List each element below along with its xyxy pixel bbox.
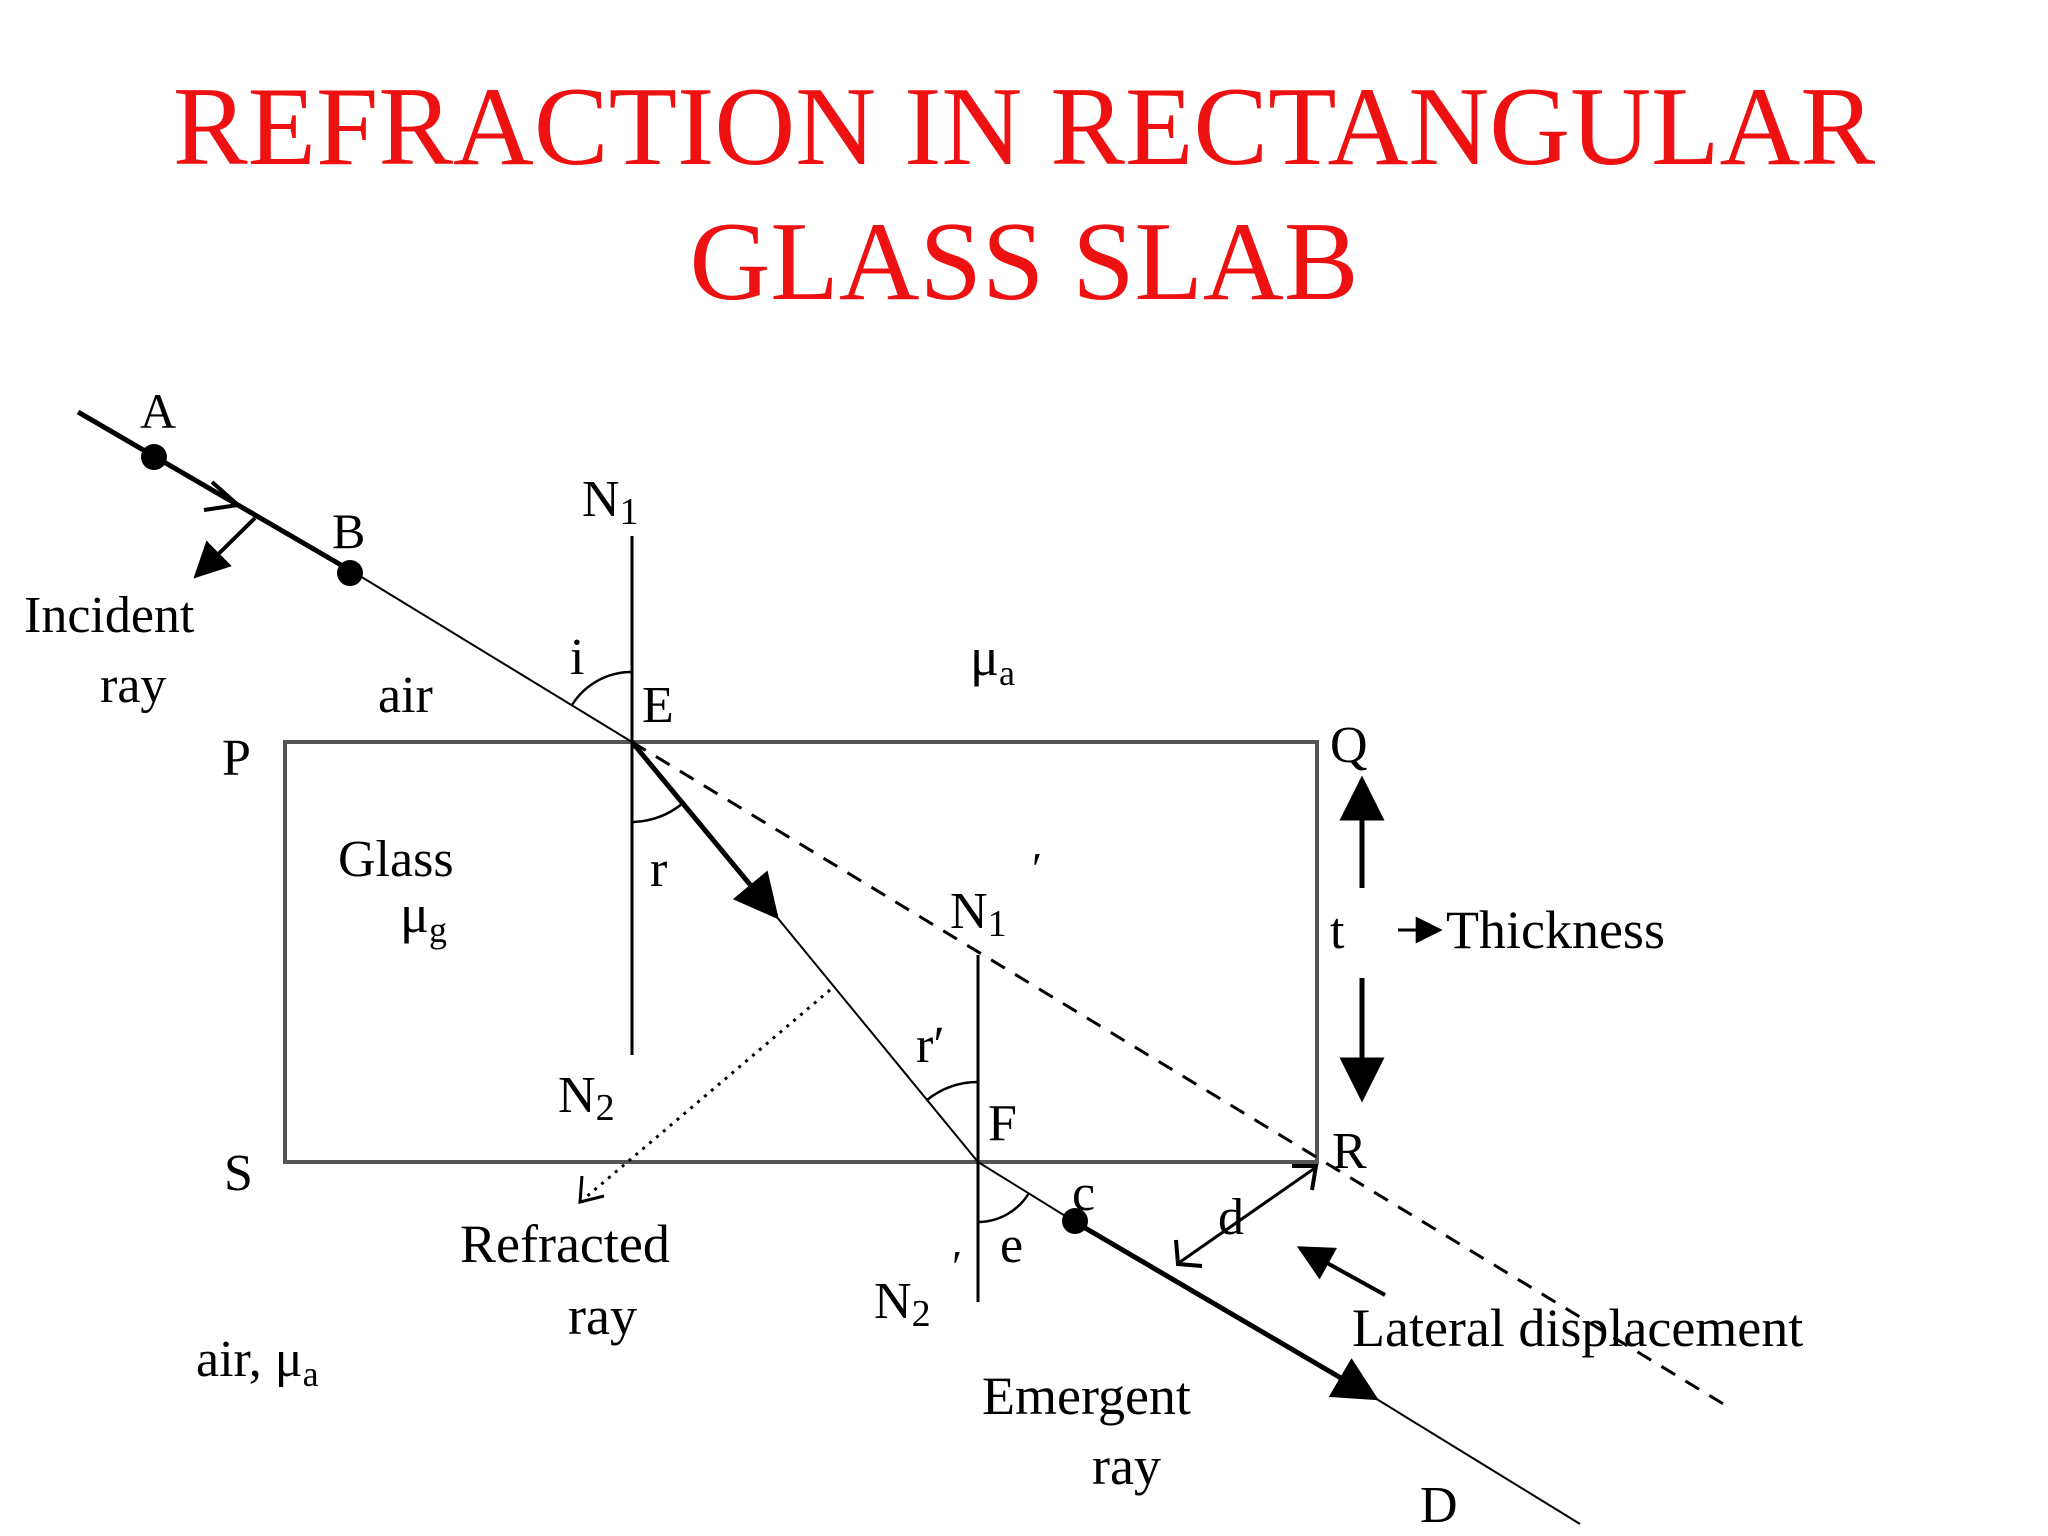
label-b: B	[332, 503, 365, 559]
label-incident-1: Incident	[24, 587, 195, 644]
refracted-ray	[775, 915, 979, 1163]
label-c-point: c	[1072, 1165, 1095, 1222]
label-incident-2: ray	[100, 657, 166, 714]
label-lateral-displacement: Lateral displacement	[1352, 1298, 1803, 1358]
label-f-point: F	[988, 1095, 1017, 1152]
emergent-ray	[977, 1161, 1076, 1223]
label-n2-prime-mark: ′	[952, 1241, 962, 1292]
label-thickness-t: t	[1330, 903, 1345, 960]
label-n1-prime: N1	[950, 883, 1007, 945]
incident-ray-thick	[76, 409, 362, 579]
incident-extension	[631, 740, 1731, 1410]
label-angle-r-prime: r′	[916, 1017, 945, 1074]
label-mu-g: μg	[400, 884, 447, 950]
label-r-corner: R	[1332, 1123, 1367, 1180]
emergent-ray-thick	[1073, 1219, 1379, 1401]
lateral-d-head-left	[1174, 1239, 1203, 1268]
label-emergent-2: ray	[1092, 1436, 1161, 1496]
label-angle-i: i	[570, 629, 584, 686]
label-d-point: D	[1420, 1477, 1458, 1534]
point-c	[1062, 1208, 1088, 1234]
label-n2: N2	[558, 1067, 615, 1129]
label-d: d	[1218, 1189, 1244, 1246]
lateral-displacement-pointer	[1296, 1246, 1386, 1297]
refracted-pointer-head	[578, 1175, 605, 1204]
label-refracted-2: ray	[568, 1286, 637, 1346]
label-p: P	[222, 730, 251, 787]
glass-slab	[283, 740, 1319, 1164]
label-angle-e: e	[1000, 1217, 1023, 1274]
incident-pointer	[193, 516, 257, 579]
label-air-top: air	[378, 667, 433, 724]
lateral-d-head-right	[1292, 1164, 1319, 1191]
label-e-point: E	[642, 677, 674, 734]
label-n1: N1	[582, 471, 639, 533]
label-a: A	[140, 383, 176, 439]
label-n2-prime: N2	[874, 1273, 931, 1335]
slide-title-line-1: REFRACTION IN RECTANGULAR	[172, 65, 1876, 189]
angle-i-arc	[570, 670, 633, 706]
slide-title-line-2: GLASS SLAB	[689, 200, 1359, 324]
label-mu-a: μa	[970, 627, 1015, 693]
angle-r-prime-arc	[926, 1080, 979, 1101]
label-thickness: Thickness	[1446, 900, 1665, 960]
lateral-displacement-d-line	[1179, 1166, 1316, 1264]
incident-ray	[359, 575, 633, 743]
incident-arrowhead	[203, 480, 243, 512]
emergent-ray-tail	[1374, 1397, 1581, 1525]
point-b	[337, 560, 363, 586]
label-q: Q	[1330, 717, 1368, 774]
refracted-ray-thick	[630, 740, 779, 920]
label-refracted-1: Refracted	[460, 1214, 670, 1274]
label-glass: Glass	[338, 831, 454, 888]
angle-e-arc	[977, 1192, 1031, 1224]
label-emergent-1: Emergent	[982, 1366, 1191, 1426]
label-n1-prime-mark: ′	[1032, 843, 1042, 894]
label-air-bottom: air, μa	[196, 1331, 319, 1394]
refracted-pointer	[584, 988, 831, 1200]
label-s: S	[224, 1145, 253, 1202]
label-angle-r: r	[650, 841, 667, 898]
point-a	[141, 444, 167, 470]
angle-r-arc	[631, 802, 684, 824]
